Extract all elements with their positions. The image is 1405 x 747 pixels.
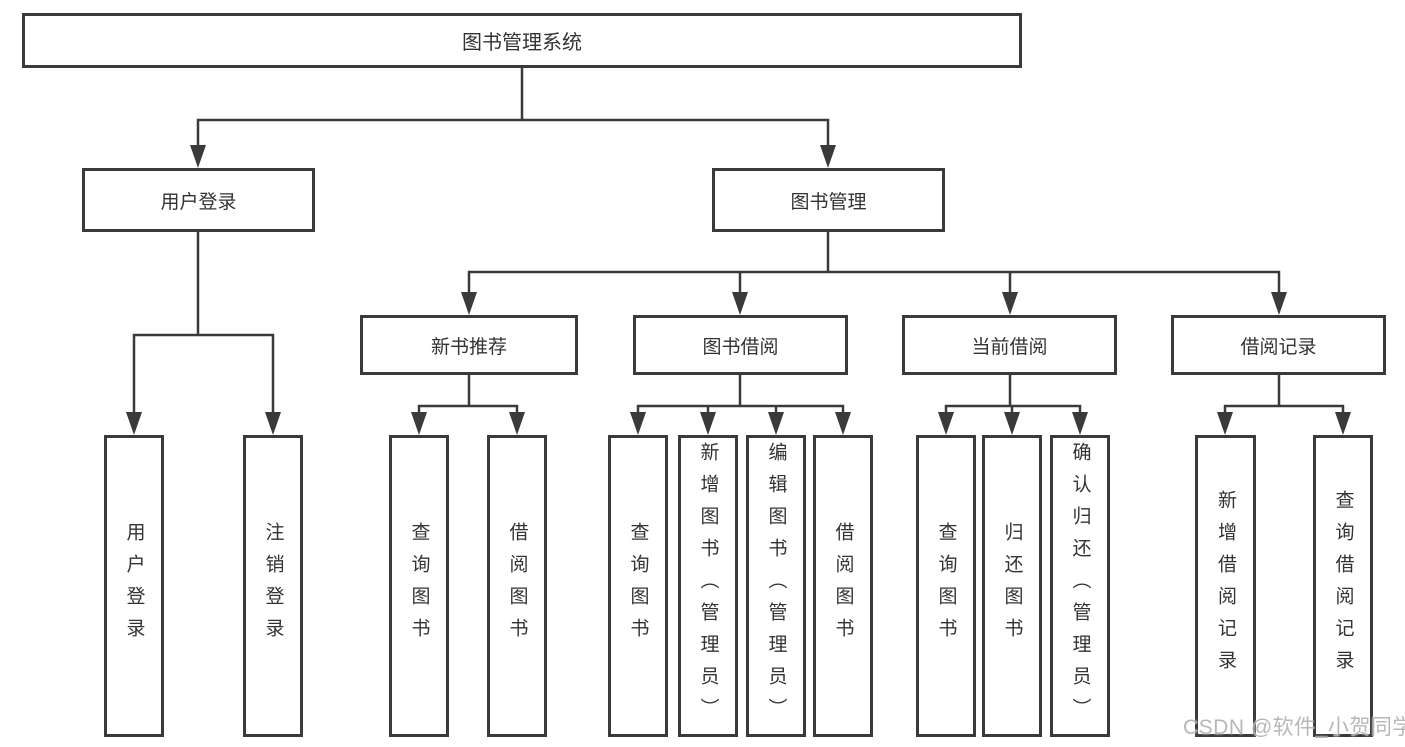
node-borrow-records: 借阅记录 xyxy=(1171,315,1386,375)
node-label: 新书推荐 xyxy=(430,336,507,358)
leaf-query-books-borrow: 查询图书 xyxy=(608,435,668,737)
node-label: 确认归还（管理员） xyxy=(1069,442,1091,730)
leaf-confirm-return-admin: 确认归还（管理员） xyxy=(1050,435,1110,737)
node-library-management-system: 图书管理系统 xyxy=(22,13,1022,68)
leaf-add-books-admin: 新增图书（管理员） xyxy=(678,435,738,737)
node-label: 注销登录 xyxy=(262,522,284,650)
leaf-query-books-recommend: 查询图书 xyxy=(389,435,449,737)
leaf-query-borrow-record: 查询借阅记录 xyxy=(1313,435,1373,737)
node-label: 借阅记录 xyxy=(1240,336,1317,358)
node-label: 归还图书 xyxy=(1001,522,1023,650)
node-current-borrow: 当前借阅 xyxy=(902,315,1117,375)
node-label: 查询图书 xyxy=(408,522,430,650)
node-label: 借阅图书 xyxy=(506,522,528,650)
node-user-login: 用户登录 xyxy=(82,168,315,232)
node-label: 查询借阅记录 xyxy=(1332,490,1354,682)
node-label: 图书管理 xyxy=(790,191,867,213)
leaf-add-borrow-record: 新增借阅记录 xyxy=(1195,435,1256,737)
node-label: 借阅图书 xyxy=(832,522,854,650)
csdn-watermark: CSDN @软件_小贺同学 xyxy=(1183,716,1405,739)
node-label: 查询图书 xyxy=(627,522,649,650)
leaf-borrow-books-recommend: 借阅图书 xyxy=(487,435,547,737)
node-label: 新增借阅记录 xyxy=(1215,490,1236,682)
node-new-book-recommend: 新书推荐 xyxy=(360,315,578,375)
leaf-edit-books-admin: 编辑图书（管理员） xyxy=(746,435,806,737)
node-label: 图书管理系统 xyxy=(462,32,582,54)
leaf-logout: 注销登录 xyxy=(243,435,303,737)
leaf-user-login: 用户登录 xyxy=(104,435,164,737)
node-label: 查询图书 xyxy=(935,522,957,650)
node-label: 编辑图书（管理员） xyxy=(765,442,787,730)
leaf-return-books: 归还图书 xyxy=(982,435,1042,737)
node-book-management: 图书管理 xyxy=(712,168,945,232)
leaf-borrow-books: 借阅图书 xyxy=(813,435,873,737)
node-label: 当前借阅 xyxy=(971,336,1048,358)
node-label: 用户登录 xyxy=(160,191,237,213)
node-book-borrow: 图书借阅 xyxy=(633,315,848,375)
leaf-query-books-current: 查询图书 xyxy=(916,435,976,737)
node-label: 图书借阅 xyxy=(702,336,779,358)
node-label: 新增图书（管理员） xyxy=(697,442,719,730)
node-label: 用户登录 xyxy=(123,522,145,650)
